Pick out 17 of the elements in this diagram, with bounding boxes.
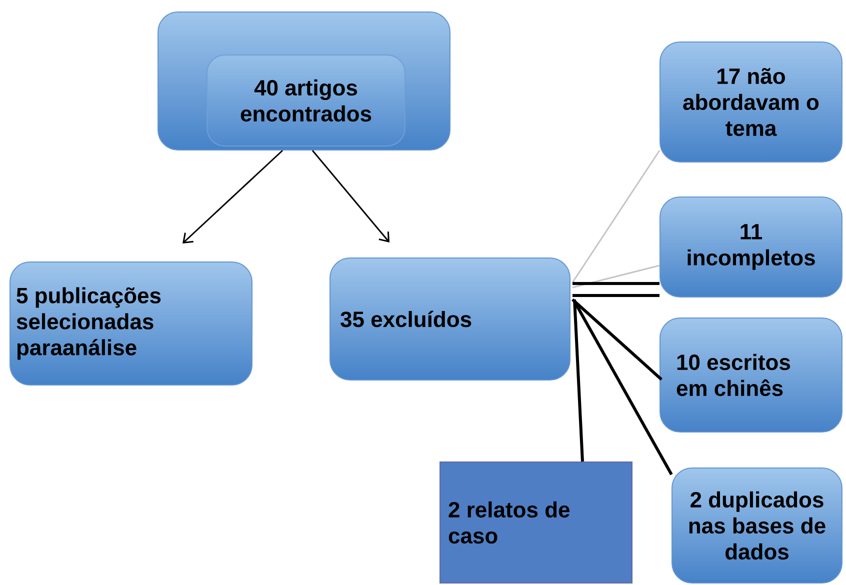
connector-line: [572, 264, 660, 288]
process-box: 11 incompletos: [660, 196, 842, 298]
process-box: 2 duplicados nas bases de dados: [672, 468, 842, 584]
connector-line: [572, 298, 662, 381]
arrow: [312, 150, 390, 242]
arrow: [182, 150, 284, 244]
connector-line: [573, 299, 584, 462]
process-box: 17 não abordavam o tema: [660, 42, 842, 162]
connector-line: [572, 282, 660, 285]
connector-line: [572, 150, 660, 283]
process-box: 35 excluídos: [330, 258, 570, 380]
connector-line: [572, 294, 660, 297]
process-box: 2 relatos de caso: [440, 462, 632, 584]
connector-line: [573, 300, 673, 476]
title-box: 40 artigos encontrados: [206, 54, 406, 146]
process-box: 10 escritos em chinês: [660, 318, 842, 432]
process-box: 5 publicações selecionadas paraanálise: [10, 262, 252, 386]
